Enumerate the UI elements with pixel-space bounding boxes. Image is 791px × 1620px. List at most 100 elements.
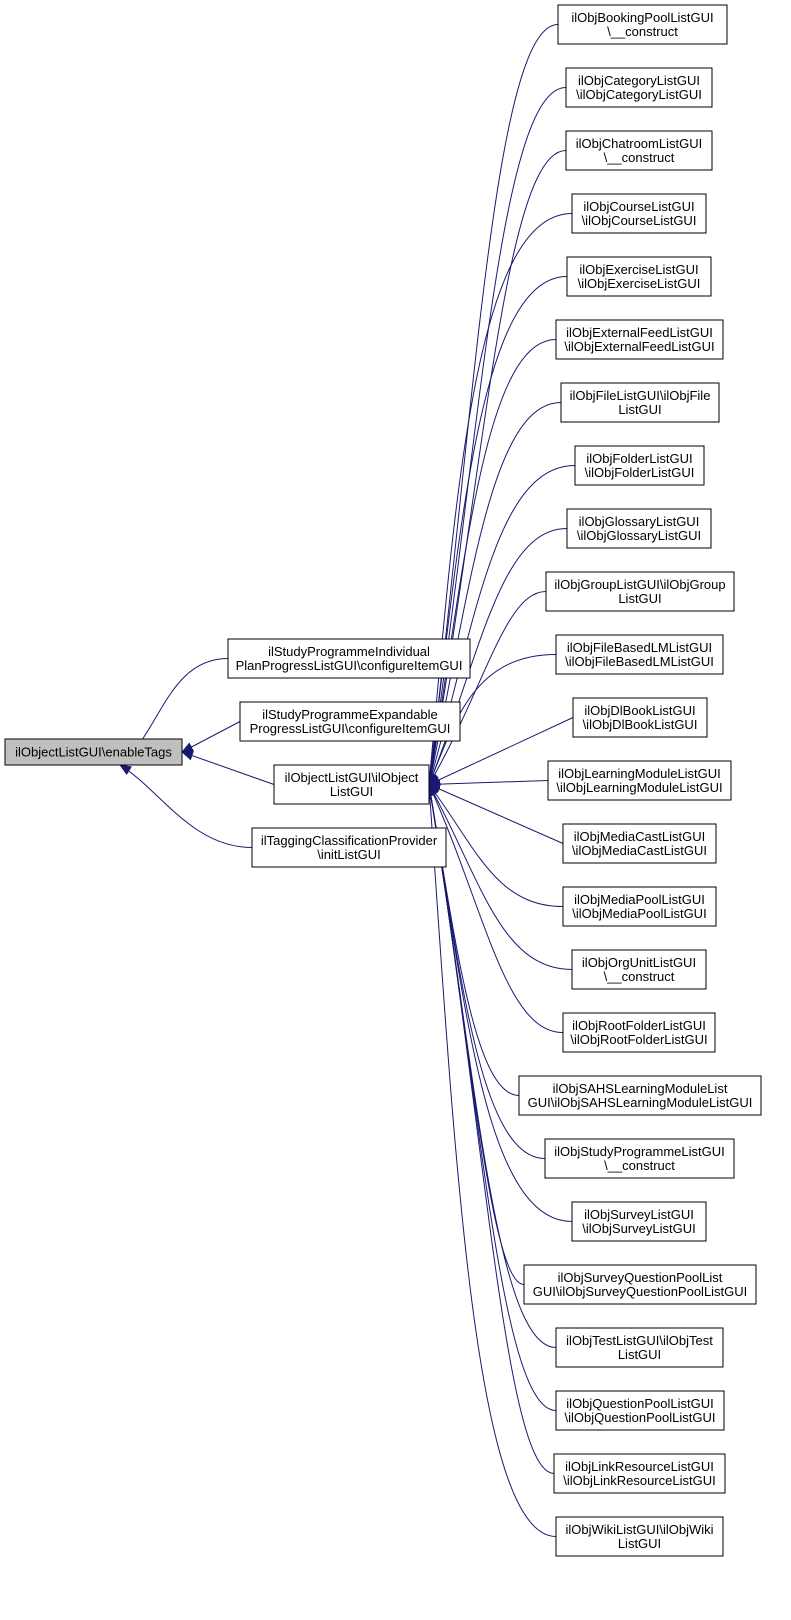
node-l10[interactable]: ilObjGroupListGUI\ilObjGroupListGUI [545, 571, 735, 612]
node-l01[interactable]: ilObjBookingPoolListGUI\__construct [557, 4, 728, 45]
node-box [544, 1138, 735, 1179]
node-l09[interactable]: ilObjGlossaryListGUI\ilObjGlossaryListGU… [566, 508, 712, 549]
node-l18[interactable]: ilObjSAHSLearningModuleListGUI\ilObjSAHS… [518, 1075, 762, 1116]
node-label-line: ilStudyProgrammeIndividual [268, 644, 430, 659]
node-l05[interactable]: ilObjExerciseListGUI\ilObjExerciseListGU… [566, 256, 712, 297]
node-box [239, 701, 461, 742]
node-root[interactable]: ilObjectListGUI\enableTags [4, 738, 183, 766]
node-box [574, 445, 705, 486]
node-label-line: \__construct [604, 1158, 675, 1173]
edge-l22-to-m_objectlist [425, 783, 557, 1348]
node-label-line: \ilObjCategoryListGUI [576, 87, 702, 102]
node-label-line: \__construct [604, 969, 675, 984]
node-l08[interactable]: ilObjFolderListGUI\ilObjFolderListGUI [574, 445, 705, 486]
node-label-line: ilObjGroupListGUI\ilObjGroup [554, 577, 725, 592]
node-l17[interactable]: ilObjRootFolderListGUI\ilObjRootFolderLi… [562, 1012, 716, 1053]
node-m_objectlist[interactable]: ilObjectListGUI\ilObjectListGUI [273, 764, 430, 805]
edge-l16-to-m_objectlist [428, 783, 573, 970]
node-box [571, 949, 707, 990]
node-box [4, 738, 183, 766]
node-box [545, 571, 735, 612]
node-label-line: ilObjWikiListGUI\ilObjWiki [565, 1522, 713, 1537]
node-label-line: \ilObjMediaPoolListGUI [572, 906, 706, 921]
node-box [273, 764, 430, 805]
node-l06[interactable]: ilObjExternalFeedListGUI\ilObjExternalFe… [555, 319, 724, 360]
node-label-line: ilObjDlBookListGUI [584, 703, 695, 718]
node-box [547, 760, 732, 801]
node-box [562, 886, 717, 927]
node-box [555, 634, 724, 675]
node-l12[interactable]: ilObjDlBookListGUI\ilObjDlBookListGUI [572, 697, 708, 738]
node-l15[interactable]: ilObjMediaPoolListGUI\ilObjMediaPoolList… [562, 886, 717, 927]
node-box [571, 193, 707, 234]
node-label-line: ListGUI [618, 591, 661, 606]
node-m_expandable[interactable]: ilStudyProgrammeExpandableProgressListGU… [239, 701, 461, 742]
node-m_tagging[interactable]: ilTaggingClassificationProvider\initList… [251, 827, 447, 868]
node-label-line: \initListGUI [317, 847, 381, 862]
node-l23[interactable]: ilObjQuestionPoolListGUI\ilObjQuestionPo… [555, 1390, 725, 1431]
node-label-line: \ilObjExerciseListGUI [578, 276, 701, 291]
node-box [572, 697, 708, 738]
node-label-line: ilStudyProgrammeExpandable [262, 707, 438, 722]
node-l02[interactable]: ilObjCategoryListGUI\ilObjCategoryListGU… [565, 67, 713, 108]
nodes-layer: ilObjectListGUI\enableTags ilStudyProgram… [4, 4, 762, 1557]
node-l03[interactable]: ilObjChatroomListGUI\__construct [565, 130, 713, 171]
node-label-line: ilObjFileListGUI\ilObjFile [570, 388, 711, 403]
node-l20[interactable]: ilObjSurveyListGUI\ilObjSurveyListGUI [571, 1201, 707, 1242]
node-label-line: ilObjFolderListGUI [586, 451, 692, 466]
node-label-line: \ilObjQuestionPoolListGUI [564, 1410, 715, 1425]
node-l13[interactable]: ilObjLearningModuleListGUI\ilObjLearning… [547, 760, 732, 801]
node-l04[interactable]: ilObjCourseListGUI\ilObjCourseListGUI [571, 193, 707, 234]
node-label-line: ilObjOrgUnitListGUI [582, 955, 696, 970]
node-label-line: ilObjLearningModuleListGUI [558, 766, 721, 781]
node-l25[interactable]: ilObjWikiListGUI\ilObjWikiListGUI [555, 1516, 724, 1557]
node-label-line: PlanProgressListGUI\configureItemGUI [236, 658, 463, 673]
node-label-line: ListGUI [618, 402, 661, 417]
node-l21[interactable]: ilObjSurveyQuestionPoolListGUI\ilObjSurv… [523, 1264, 757, 1305]
node-label-line: \__construct [607, 24, 678, 39]
node-label-line: ilObjQuestionPoolListGUI [566, 1396, 713, 1411]
node-label-line: ListGUI [330, 784, 373, 799]
node-l24[interactable]: ilObjLinkResourceListGUI\ilObjLinkResour… [553, 1453, 726, 1494]
node-label-line: ilObjectListGUI\enableTags [15, 745, 172, 760]
edge-l11-to-m_objectlist [428, 654, 557, 786]
node-label-line: ProgressListGUI\configureItemGUI [250, 721, 451, 736]
node-l11[interactable]: ilObjFileBasedLMListGUI\ilObjFileBasedLM… [555, 634, 724, 675]
edge-l06-to-m_objectlist [425, 339, 557, 786]
edge-l12-to-m_objectlist [428, 717, 574, 785]
node-l16[interactable]: ilObjOrgUnitListGUI\__construct [571, 949, 707, 990]
node-label-line: GUI\ilObjSAHSLearningModuleListGUI [528, 1095, 753, 1110]
node-label-line: ilObjRootFolderListGUI [572, 1018, 706, 1033]
node-m_individual[interactable]: ilStudyProgrammeIndividualPlanProgressLi… [227, 638, 471, 679]
node-l07[interactable]: ilObjFileListGUI\ilObjFileListGUI [560, 382, 720, 423]
node-label-line: \ilObjSurveyListGUI [582, 1221, 695, 1236]
edge-l10-to-m_objectlist [428, 591, 547, 786]
node-label-line: \ilObjGlossaryListGUI [577, 528, 701, 543]
node-label-line: ilObjChatroomListGUI [576, 136, 702, 151]
node-l14[interactable]: ilObjMediaCastListGUI\ilObjMediaCastList… [562, 823, 717, 864]
node-label-line: \ilObjFolderListGUI [585, 465, 695, 480]
node-box [251, 827, 447, 868]
node-label-line: ilObjFileBasedLMListGUI [567, 640, 712, 655]
node-box [565, 130, 713, 171]
node-label-line: ilObjExerciseListGUI [579, 262, 698, 277]
node-box [555, 1327, 724, 1368]
node-label-line: \ilObjRootFolderListGUI [570, 1032, 707, 1047]
node-box [227, 638, 471, 679]
node-l22[interactable]: ilObjTestListGUI\ilObjTestListGUI [555, 1327, 724, 1368]
node-box [523, 1264, 757, 1305]
node-box [555, 319, 724, 360]
node-box [566, 256, 712, 297]
node-label-line: ilObjBookingPoolListGUI [571, 10, 713, 25]
node-label-line: \ilObjExternalFeedListGUI [564, 339, 714, 354]
node-l19[interactable]: ilObjStudyProgrammeListGUI\__construct [544, 1138, 735, 1179]
node-label-line: \ilObjFileBasedLMListGUI [565, 654, 714, 669]
edge-l24-to-m_objectlist [425, 783, 555, 1474]
node-label-line: ilObjSurveyListGUI [584, 1207, 694, 1222]
node-label-line: \ilObjLearningModuleListGUI [556, 780, 722, 795]
node-box [562, 1012, 716, 1053]
node-label-line: ilObjStudyProgrammeListGUI [554, 1144, 725, 1159]
node-label-line: ilObjCourseListGUI [583, 199, 694, 214]
node-label-line: \__construct [604, 150, 675, 165]
